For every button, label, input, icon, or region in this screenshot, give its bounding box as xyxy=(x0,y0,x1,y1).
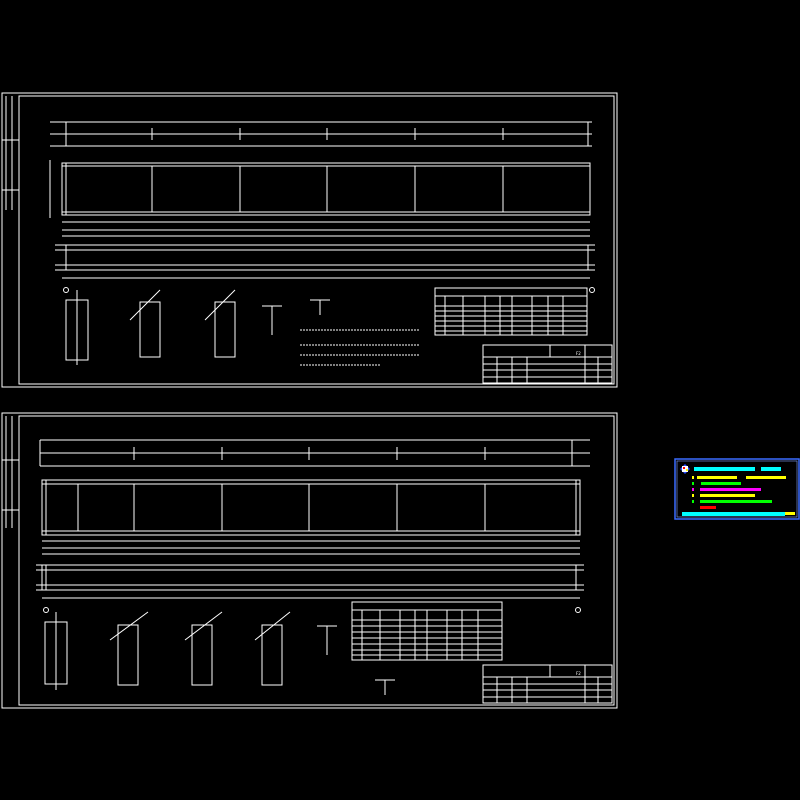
sheet-2-revision-strip xyxy=(2,416,19,528)
legend-bullet-magenta xyxy=(692,488,694,491)
legend-line-yellow xyxy=(697,476,737,479)
sheet-2-beam-elevation-top xyxy=(39,439,590,467)
legend-logo-icon xyxy=(680,464,690,474)
legend-inner-border xyxy=(676,460,798,518)
sheet-2: F2 xyxy=(1,412,618,709)
sheet-2-outer-frame xyxy=(1,412,618,709)
sheet-2-beam-plan xyxy=(36,564,584,613)
color-legend-note xyxy=(674,458,800,520)
legend-line-magenta xyxy=(700,488,761,491)
legend-bullet-yellow xyxy=(692,476,694,479)
legend-footer-yellow xyxy=(785,512,795,515)
sheet-2-inner-frame xyxy=(18,415,615,706)
sheet-1-beam-elevation-main xyxy=(49,160,591,237)
sheet-2-beam-elevation-main xyxy=(41,479,581,555)
sheet-2-section-details xyxy=(44,611,395,695)
sheet-2-material-table xyxy=(351,601,503,661)
sheet-2-title-block xyxy=(482,664,613,704)
sheet-1-title-code: F2 xyxy=(576,351,581,356)
sheet-1-beam-plan xyxy=(55,244,595,293)
sheet-1-section-details xyxy=(65,289,420,366)
legend-line-yellow-2 xyxy=(746,476,786,479)
legend-line-red xyxy=(700,506,716,509)
sheet-2-title-code: F2 xyxy=(576,671,581,676)
sheet-1-title-block xyxy=(482,344,613,384)
sheet-1-inner-frame xyxy=(18,95,615,385)
sheet-1-revision-strip xyxy=(2,96,19,210)
legend-line-green xyxy=(701,482,741,485)
legend-title-bar-2 xyxy=(761,467,781,471)
sheet-1-beam-elevation-top xyxy=(50,121,592,147)
legend-footer-bar xyxy=(682,512,785,516)
legend-bullet-green xyxy=(692,482,694,485)
legend-bullet-green-b xyxy=(692,500,694,503)
sheet-1: F2 xyxy=(1,92,618,388)
legend-bullet-yellow-b xyxy=(692,494,694,497)
legend-line-green-b xyxy=(700,500,772,503)
sheet-1-outer-frame xyxy=(1,92,618,388)
legend-title-bar xyxy=(694,467,755,471)
sheet-1-material-table xyxy=(434,287,588,336)
legend-line-yellow-b xyxy=(700,494,755,497)
